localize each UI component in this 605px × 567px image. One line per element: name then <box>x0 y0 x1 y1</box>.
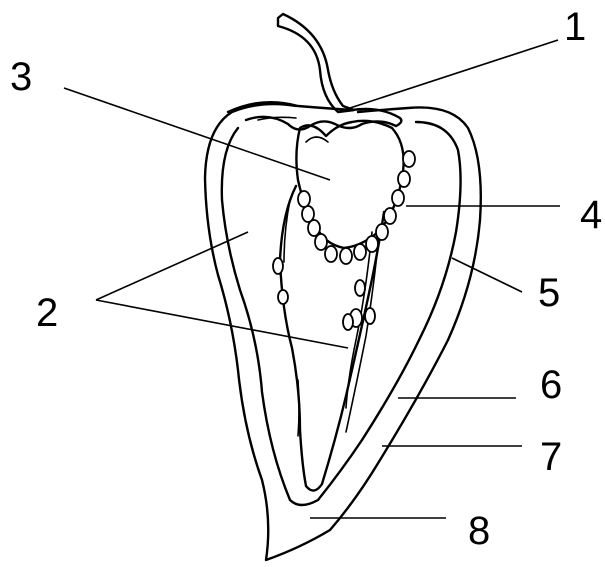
seed <box>273 258 283 274</box>
label-8: 8 <box>468 509 490 553</box>
seed <box>392 190 404 206</box>
leader-line-2a <box>96 232 248 300</box>
leader-line-1 <box>350 40 558 108</box>
seed <box>302 206 314 222</box>
seed <box>355 280 365 296</box>
seed <box>298 191 310 207</box>
label-5: 5 <box>538 271 560 315</box>
outer-wall <box>205 104 481 560</box>
label-6: 6 <box>540 363 562 407</box>
seed <box>343 314 353 330</box>
label-3: 3 <box>10 55 32 99</box>
seed <box>278 290 288 304</box>
seed <box>384 208 396 224</box>
leader-line-2b <box>96 300 348 348</box>
seeds <box>273 151 415 330</box>
seed <box>315 234 327 250</box>
leader-lines <box>64 40 560 518</box>
label-7: 7 <box>540 435 562 479</box>
seed <box>366 236 378 252</box>
label-4: 4 <box>580 193 602 237</box>
seed <box>403 151 415 167</box>
seed <box>376 224 388 240</box>
leader-line-3 <box>64 88 330 180</box>
label-2: 2 <box>36 291 58 335</box>
seed <box>398 171 410 187</box>
seed <box>354 244 366 260</box>
seed <box>340 248 352 264</box>
seed <box>365 308 375 324</box>
labels: 1 2 3 4 5 6 7 8 <box>10 5 602 553</box>
seed <box>325 246 337 262</box>
leader-line-5 <box>452 258 522 292</box>
inner-wall <box>222 117 461 505</box>
stem <box>278 14 354 112</box>
label-1: 1 <box>564 5 586 49</box>
